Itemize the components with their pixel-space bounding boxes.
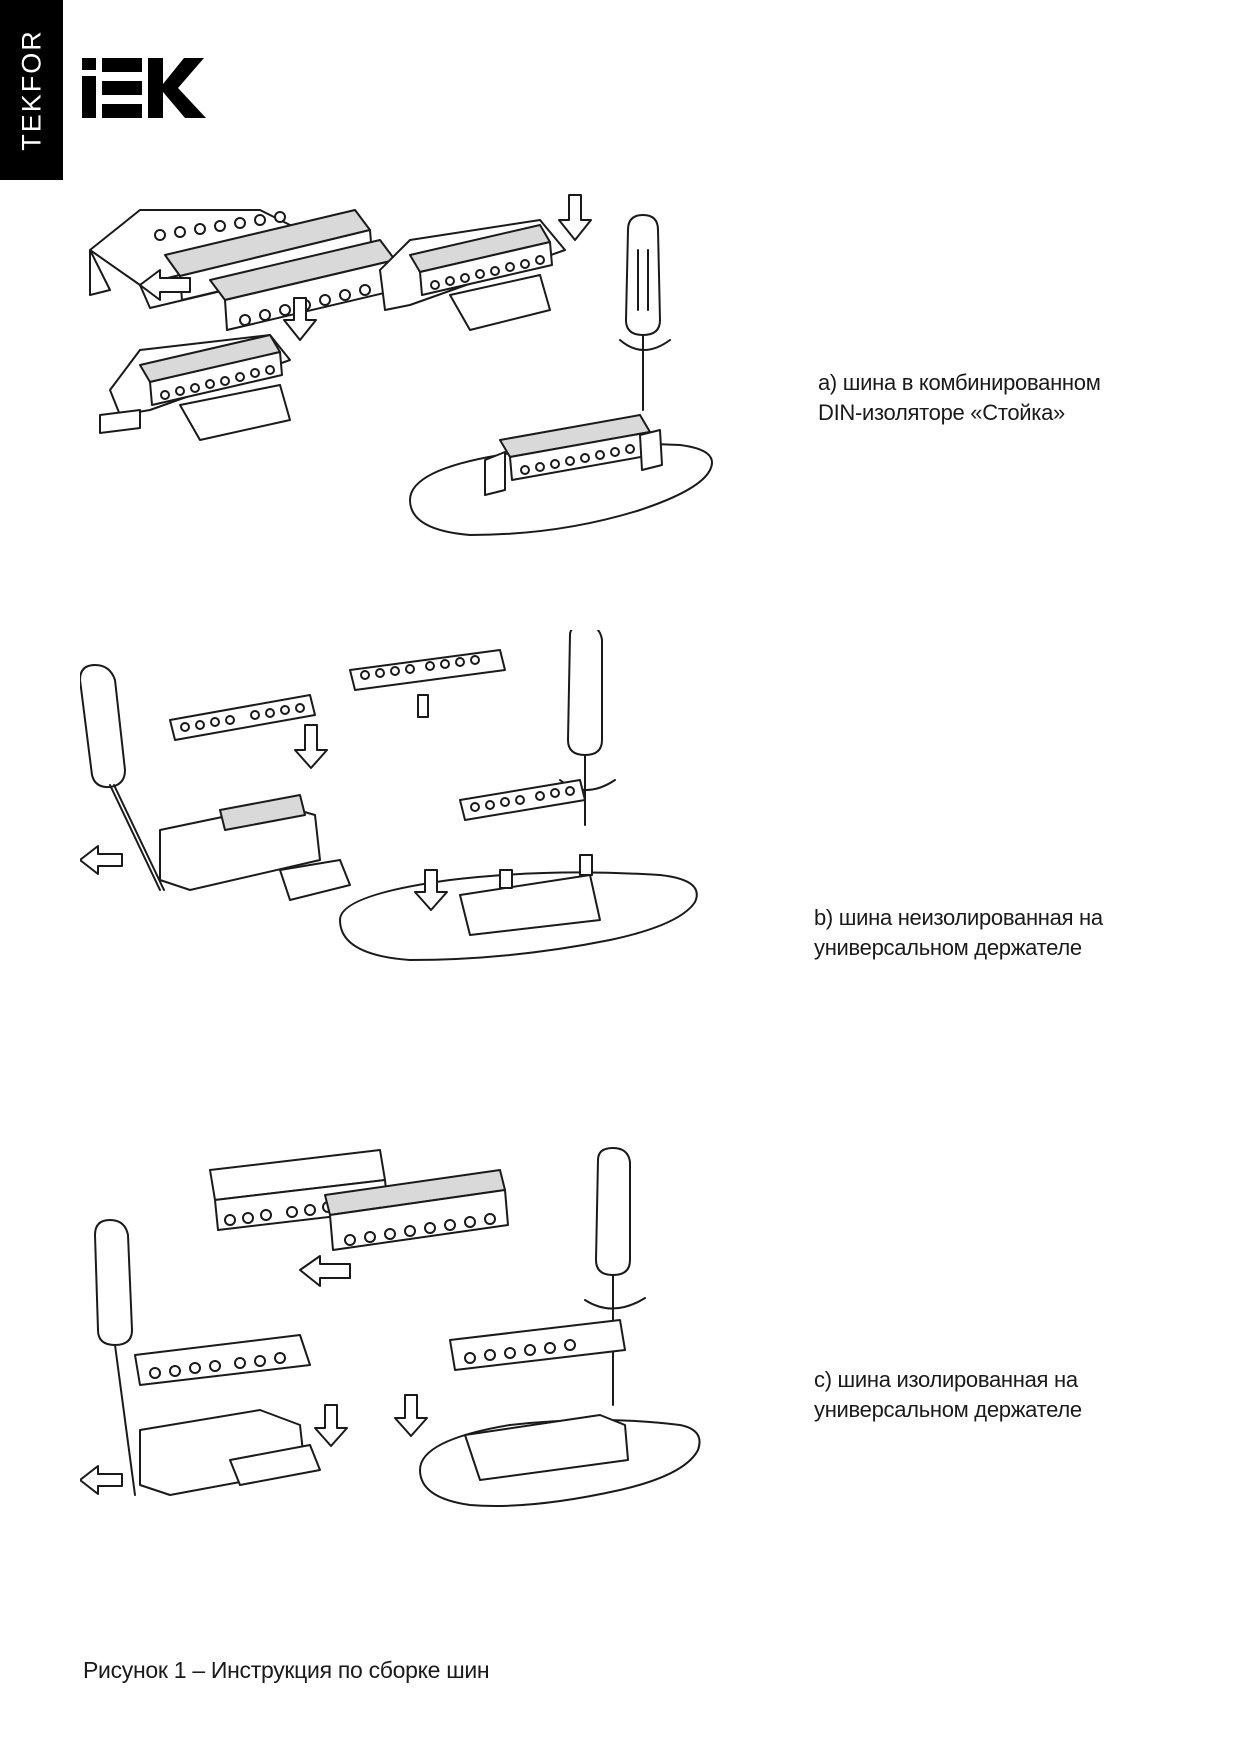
insulated-busbar-exploded <box>209 1149 509 1251</box>
screwdriver-icon <box>559 630 616 826</box>
busbar-exploded-top <box>349 649 506 718</box>
stand-insulator-exploded <box>89 209 398 331</box>
arrow-left-icon <box>299 1255 351 1287</box>
insulated-busbar-right-assembly <box>419 1319 701 1507</box>
caption-c-line1: c) шина изолированная на <box>814 1367 1078 1392</box>
screwdriver-icon <box>584 1147 646 1406</box>
arrow-down-icon <box>394 1394 428 1437</box>
screwdriver-icon <box>94 1219 136 1496</box>
stand-mounted-on-plate <box>409 414 713 536</box>
side-tab-label: TEKFOR <box>16 29 47 151</box>
insulated-busbar-left-assembly <box>134 1334 321 1496</box>
illustration-b <box>80 630 698 961</box>
arrow-down-icon <box>414 869 448 911</box>
caption-a-line1: a) шина в комбинированном <box>818 370 1101 395</box>
brand-logo <box>82 58 206 118</box>
illustration-a <box>89 194 713 536</box>
busbar-left-assembly <box>159 694 351 901</box>
arrow-left-icon <box>139 269 191 301</box>
figure-caption: Рисунок 1 – Инструкция по сборке шин <box>83 1657 490 1683</box>
stand-assembled-on-din-rail <box>99 334 291 441</box>
stand-on-rail-right <box>379 219 566 331</box>
arrow-left-icon <box>80 845 123 875</box>
arrow-left-icon <box>80 1465 123 1495</box>
arrow-down-icon <box>314 1404 348 1447</box>
caption-a: a) шина в комбинированном DIN-изоляторе … <box>818 368 1101 428</box>
caption-b-line2: универсальном держателе <box>814 935 1082 960</box>
side-tab: TEKFOR <box>0 0 63 180</box>
arrow-down-icon <box>558 194 592 241</box>
caption-a-line2: DIN-изоляторе «Стойка» <box>818 400 1065 425</box>
caption-b: b) шина неизолированная на универсальном… <box>814 903 1103 963</box>
screwdriver-icon <box>619 214 671 411</box>
caption-b-line1: b) шина неизолированная на <box>814 905 1103 930</box>
illustration-c <box>80 1147 701 1507</box>
arrow-down-icon <box>294 724 328 769</box>
screwdriver-icon <box>80 664 165 891</box>
arrow-down-icon <box>283 297 317 341</box>
busbar-right-assembly <box>339 779 698 961</box>
caption-c: c) шина изолированная на универсальном д… <box>814 1365 1082 1425</box>
caption-c-line2: универсальном держателе <box>814 1397 1082 1422</box>
